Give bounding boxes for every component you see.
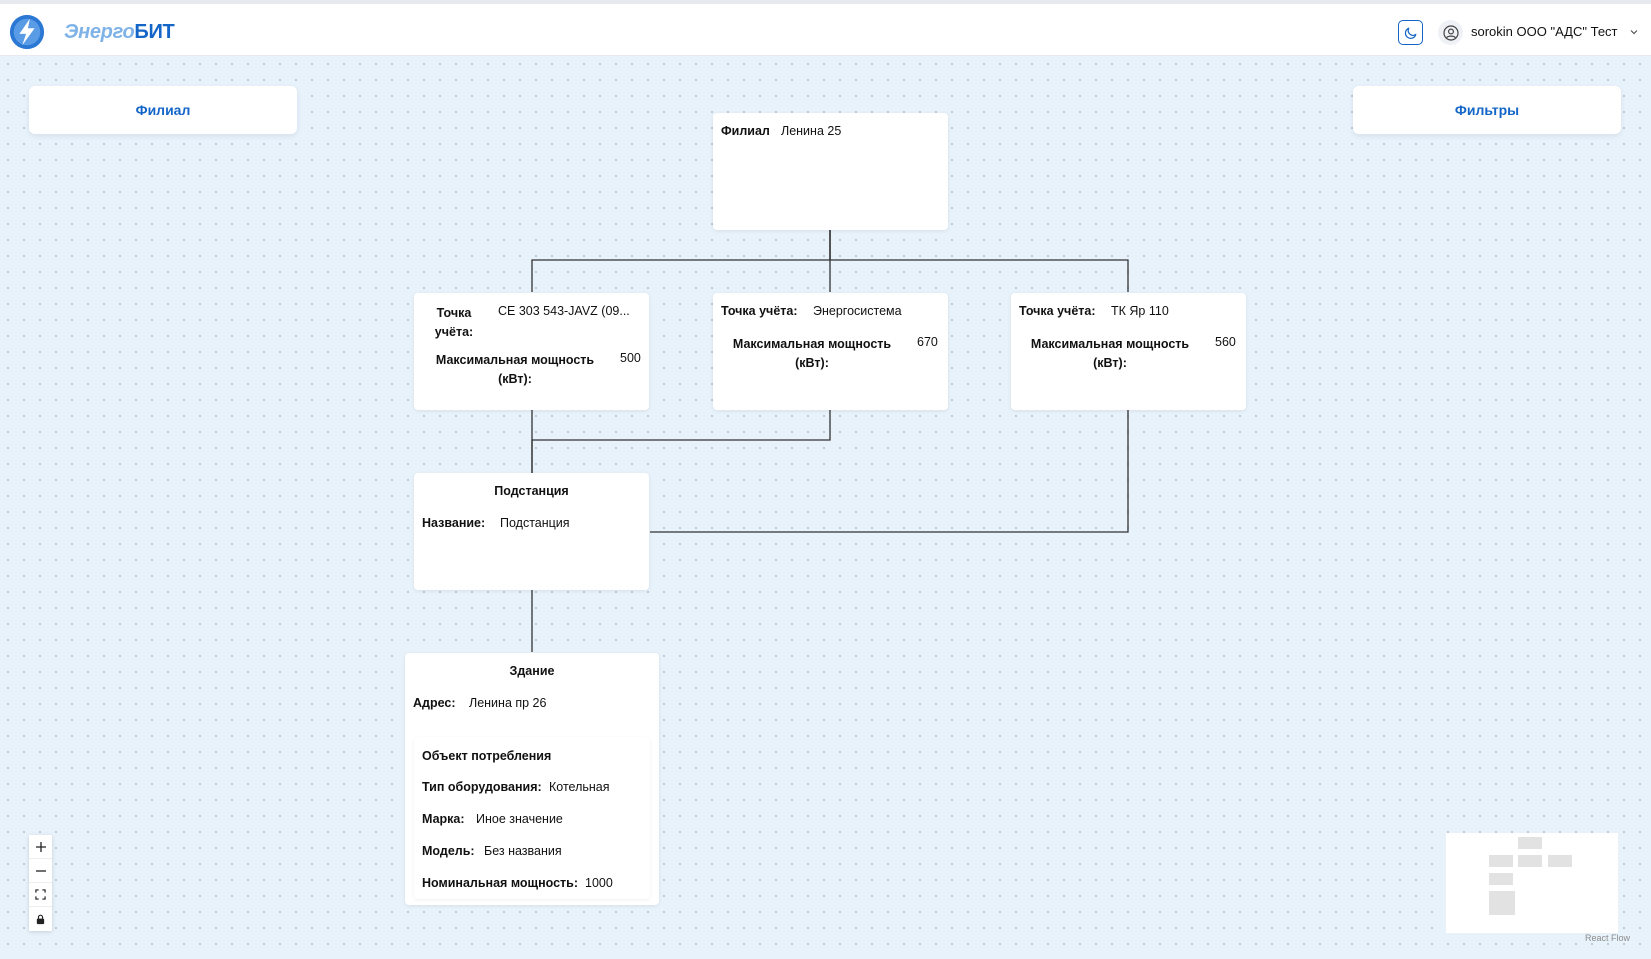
meter-3-label: Точка учёта: <box>1019 304 1096 318</box>
react-flow-attribution[interactable]: React Flow <box>1585 933 1631 943</box>
minimap-node <box>1489 873 1513 885</box>
consumer-title: Объект потребления <box>422 749 552 763</box>
meter-1-power-label: Максимальная мощность (кВт): <box>435 353 595 386</box>
model-value: Без названия <box>484 844 562 858</box>
logo-part-dark: БИТ <box>134 21 175 43</box>
edge-meter3-substation <box>650 410 1129 533</box>
flow-edges <box>531 230 1129 652</box>
equipment-type-label: Тип оборудования: <box>422 780 542 794</box>
meter-3-power-value: 560 <box>1215 335 1236 349</box>
app-logo-text[interactable]: ЭнергоБИТ <box>64 21 175 44</box>
branch-node[interactable]: Филиал Ленина 25 <box>713 113 948 230</box>
substation-name-value: Подстанция <box>500 516 570 530</box>
building-title: Здание <box>509 664 555 678</box>
fit-view-button[interactable] <box>29 883 52 907</box>
plus-icon <box>35 841 46 852</box>
meter-1-value: CE 303 543-JAVZ (09... <box>498 304 630 318</box>
logo-part-light: Энерго <box>64 21 135 43</box>
minimap-node <box>1548 855 1572 867</box>
flow-canvas[interactable]: Филиал Фильтры Филиал Ленина 25 Точка уч… <box>0 56 1651 959</box>
building-address-label: Адрес: <box>413 696 456 710</box>
rated-power-label: Номинальная мощность: <box>422 876 579 890</box>
meter-2-label: Точка учёта: <box>721 304 798 318</box>
minimap-node <box>1518 855 1542 867</box>
meter-3-power-label: Максимальная мощность (кВт): <box>1030 337 1190 370</box>
meter-node-2[interactable]: Точка учёта: Энергосистема Максимальная … <box>713 293 948 410</box>
meter-1-label: Точка учёта: <box>434 306 474 339</box>
theme-toggle-button[interactable] <box>1398 20 1423 45</box>
meter-2-value: Энергосистема <box>813 304 902 318</box>
edge-branch-meter3 <box>829 230 1129 292</box>
meter-3-value: ТК Яр 110 <box>1111 304 1169 318</box>
chevron-down-icon[interactable] <box>1628 26 1640 38</box>
branch-label: Филиал <box>721 124 770 138</box>
minimap-node <box>1489 891 1515 915</box>
branch-panel-button[interactable]: Филиал <box>29 86 297 134</box>
moon-icon <box>1404 27 1416 39</box>
edge-meter2-substation <box>531 410 831 474</box>
brand-label: Марка: <box>422 812 465 826</box>
minus-icon <box>35 869 46 872</box>
app-header: ЭнергоБИТ sorokin ООО "АДС" Тест <box>0 0 1651 56</box>
filters-panel-button[interactable]: Фильтры <box>1353 86 1621 134</box>
fit-view-icon <box>35 889 46 900</box>
consumer-object-panel[interactable]: Объект потребления Тип оборудования: Кот… <box>414 737 650 899</box>
minimap-node <box>1489 855 1513 867</box>
minimap[interactable] <box>1446 833 1618 933</box>
user-name[interactable]: sorokin ООО "АДС" Тест <box>1471 24 1618 39</box>
user-avatar[interactable] <box>1438 20 1463 45</box>
substation-node[interactable]: Подстанция Название: Подстанция <box>414 473 649 590</box>
model-label: Модель: <box>422 844 475 858</box>
substation-name-label: Название: <box>422 516 486 530</box>
equipment-type-value: Котельная <box>549 780 610 794</box>
meter-node-3[interactable]: Точка учёта: ТК Яр 110 Максимальная мощн… <box>1011 293 1246 410</box>
meter-2-power-value: 670 <box>917 335 938 349</box>
zoom-in-button[interactable] <box>29 835 52 859</box>
lock-icon <box>36 914 45 924</box>
flow-controls <box>29 835 52 931</box>
minimap-node <box>1518 837 1542 849</box>
edge-branch-meter1 <box>531 230 831 292</box>
meter-2-power-label: Максимальная мощность (кВт): <box>732 337 892 370</box>
branch-value: Ленина 25 <box>781 124 842 138</box>
rated-power-value: 1000 <box>585 876 613 890</box>
building-node[interactable]: Здание Адрес: Ленина пр 26 Объект потреб… <box>405 653 659 905</box>
meter-1-power-value: 500 <box>620 351 641 365</box>
brand-value: Иное значение <box>476 812 563 826</box>
lock-toggle-button[interactable] <box>29 907 52 931</box>
lightning-logo-icon[interactable] <box>8 13 46 51</box>
user-circle-icon <box>1442 24 1459 41</box>
zoom-out-button[interactable] <box>29 859 52 883</box>
substation-title: Подстанция <box>494 484 569 498</box>
meter-node-1[interactable]: Точка учёта: CE 303 543-JAVZ (09... Макс… <box>414 293 649 410</box>
building-address-value: Ленина пр 26 <box>469 696 547 710</box>
